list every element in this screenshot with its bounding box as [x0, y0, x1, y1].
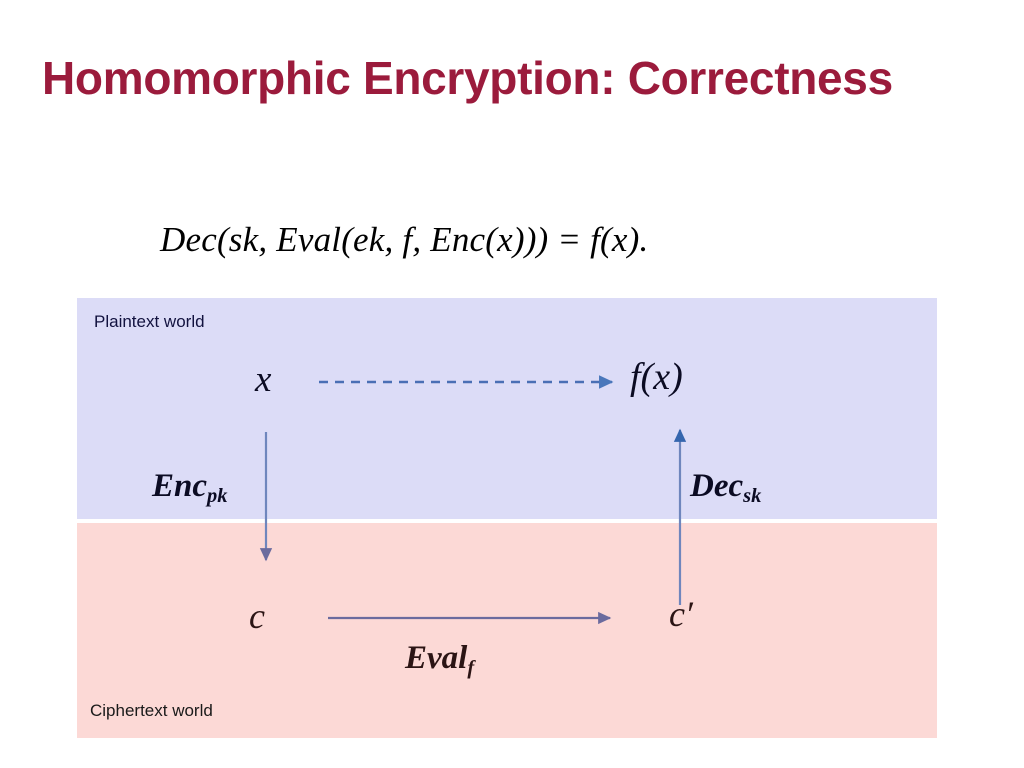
edge-label-encrypt-base: Enc — [152, 468, 208, 504]
edge-label-encrypt: Encpk — [152, 468, 228, 508]
edge-label-encrypt-subscript: pk — [207, 485, 228, 508]
edge-label-decrypt: Decsk — [690, 468, 762, 508]
node-plaintext-output: f(x) — [630, 356, 683, 398]
correctness-equation: Dec(sk, Eval(ek, f, Enc(x))) = f(x). — [160, 220, 649, 259]
plaintext-world-label: Plaintext world — [94, 312, 205, 331]
node-ciphertext-output: c′ — [669, 594, 693, 634]
node-ciphertext-input: c — [249, 596, 265, 636]
diagram-arrow-layer — [259, 375, 687, 625]
edge-label-decrypt-base: Dec — [690, 468, 744, 504]
edge-label-eval-base: Eval — [405, 640, 468, 676]
ciphertext-world-band — [77, 523, 937, 738]
edge-label-eval-subscript: f — [467, 657, 475, 680]
edge-label-decrypt-subscript: sk — [743, 485, 762, 508]
commutative-diagram: Plaintext world Ciphertext world — [77, 298, 937, 738]
ciphertext-world-label: Ciphertext world — [90, 701, 213, 720]
page-title: Homomorphic Encryption: Correctness — [42, 52, 893, 104]
edge-label-eval: Evalf — [405, 640, 475, 680]
node-plaintext-input: x — [255, 359, 272, 400]
plaintext-world-band — [77, 298, 937, 519]
